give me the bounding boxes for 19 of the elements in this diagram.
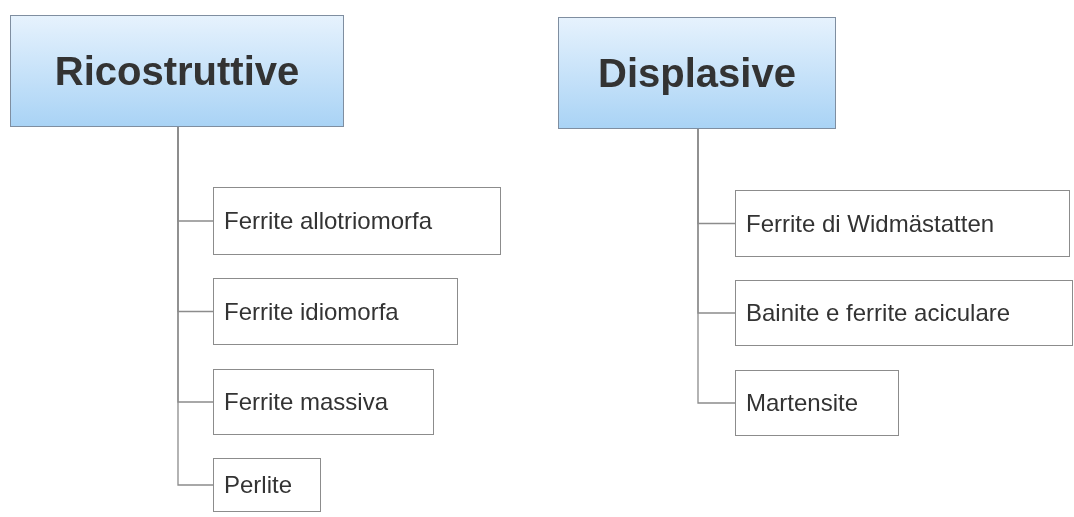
item-box [735, 190, 1070, 257]
node-label: Ricostruttive [54, 48, 300, 95]
category-box [558, 17, 836, 129]
node-label: Ferrite idiomorfa [224, 296, 399, 327]
node-label: Ferrite allotriomorfa [224, 206, 433, 236]
category-box [10, 15, 344, 127]
node-label: Bainite e ferrite aciculare [746, 298, 1011, 328]
node-label: Ferrite massiva [224, 387, 389, 417]
node-label: Perlite [224, 470, 293, 500]
item-box [213, 369, 434, 435]
item-box [735, 370, 899, 436]
item-box [213, 458, 321, 512]
item-box [213, 278, 458, 345]
node-label: Martensite [746, 388, 859, 418]
item-box [735, 280, 1073, 346]
item-box [213, 187, 501, 255]
node-label: Displasive [598, 50, 796, 97]
node-label: Ferrite di Widmästatten [746, 208, 995, 239]
connector-line [697, 128, 736, 404]
